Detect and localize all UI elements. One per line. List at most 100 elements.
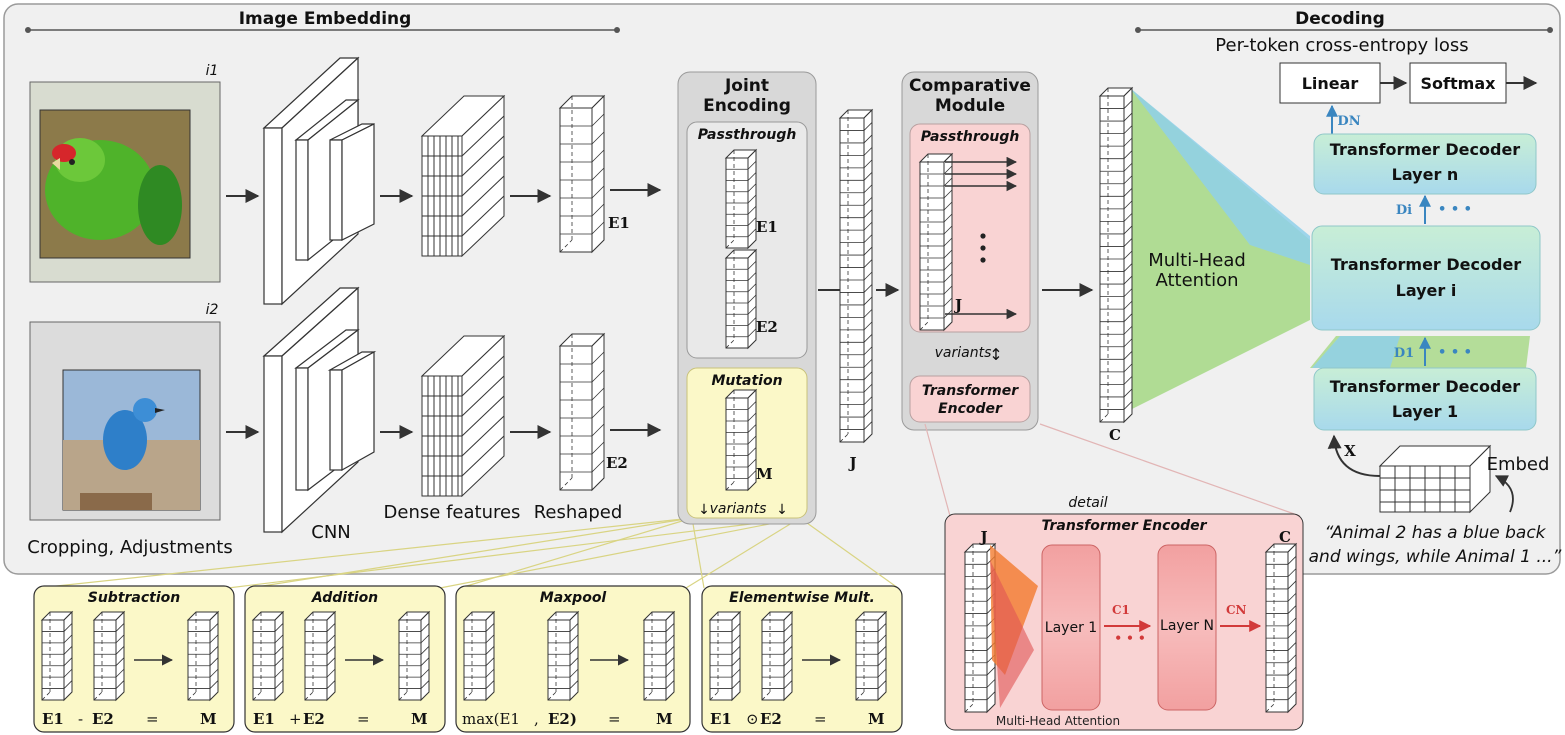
layer-n-line1: Transformer Decoder xyxy=(1330,140,1521,159)
variant-formula-token: - xyxy=(78,710,83,728)
reshaped-e1-label: E1 xyxy=(608,214,630,232)
variant-title-3: Elementwise Mult. xyxy=(729,590,875,606)
mha-green-beam xyxy=(1130,88,1310,410)
joint-title-2: Encoding xyxy=(703,96,791,116)
joint-e1-label: E1 xyxy=(756,218,778,236)
reshaped-column-2 xyxy=(558,332,606,492)
d1-dots: • • • xyxy=(1438,345,1472,360)
layer-i-line2: Layer i xyxy=(1396,281,1457,300)
crop-label: Cropping, Adjustments xyxy=(27,537,232,558)
mha-label-2: Attention xyxy=(1155,270,1238,291)
decoder-layer-1 xyxy=(1313,367,1537,431)
variant-formula-token: ⊙ xyxy=(746,710,759,728)
detail-te-title: Transformer Encoder xyxy=(1041,518,1207,534)
decoder-layer-i xyxy=(1311,225,1541,331)
detail-j-label: J xyxy=(978,528,987,546)
variant-formula-token: = xyxy=(814,710,827,728)
passthrough-arrows xyxy=(945,156,1018,320)
layer-i-line1: Transformer Decoder xyxy=(1331,255,1522,274)
detail-layer-1 xyxy=(1041,544,1101,711)
mutation-variants-label: variants xyxy=(710,501,767,517)
decoder-layer-n xyxy=(1313,133,1537,195)
di-dots: • • • xyxy=(1438,202,1472,217)
c-label: C xyxy=(1109,426,1121,444)
linear-label: Linear xyxy=(1302,74,1359,93)
variant-formula-token: = xyxy=(608,710,621,728)
detail-c-label: C xyxy=(1279,528,1291,546)
comparative-j-label: J xyxy=(953,296,962,314)
variant-formula-token: M xyxy=(868,710,885,728)
variant-formula-token: M xyxy=(656,710,673,728)
j-label: J xyxy=(847,454,856,472)
variant-formula-token: max(E1 xyxy=(462,710,520,728)
layer-1-line1: Transformer Decoder xyxy=(1330,377,1521,396)
variant-formula-token: + xyxy=(289,710,302,728)
loss-label: Per-token cross-entropy loss xyxy=(1215,35,1468,56)
reshaped-label: Reshaped xyxy=(534,502,623,523)
d1-blue-beam xyxy=(1312,336,1400,368)
dense-features-1 xyxy=(420,94,506,258)
embed-tensor xyxy=(1378,444,1492,514)
detail-c1-label: C1 xyxy=(1112,603,1130,617)
cnn-stack-2 xyxy=(262,286,377,534)
variant-boxes: SubtractionE1-E2=MAdditionE1+E2=MMaxpool… xyxy=(33,585,903,733)
variant-title-1: Addition xyxy=(311,590,378,606)
detail-attn-red xyxy=(990,560,1034,708)
variant-formula-token: , xyxy=(534,710,539,728)
variant-title-0: Subtraction xyxy=(88,590,181,606)
svg-text:↕: ↕ xyxy=(989,345,1002,364)
softmax-label: Softmax xyxy=(1421,74,1497,93)
variant-formula-token: E2 xyxy=(303,710,325,728)
detail-dots: • • • xyxy=(1114,631,1145,645)
mha-blue-beam xyxy=(1130,88,1310,265)
quote-line-1: “Animal 2 has a blue back xyxy=(1324,523,1546,543)
arrow-x xyxy=(1327,434,1381,477)
mutation-label: Mutation xyxy=(711,373,782,389)
quote-line-2: and wings, while Animal 1 ...” xyxy=(1309,547,1562,567)
variant-formula-token: E1 xyxy=(42,710,64,728)
dense-features-2 xyxy=(420,334,506,498)
joint-e2-column xyxy=(724,248,758,350)
comparative-variants-label: variants xyxy=(935,345,992,361)
decoding-title: Decoding xyxy=(1295,9,1385,29)
mha-label-1: Multi-Head xyxy=(1148,250,1246,271)
joint-e2-label: E2 xyxy=(756,318,778,336)
svg-text:↓: ↓ xyxy=(698,502,710,518)
i2-label: i2 xyxy=(206,302,219,318)
detail-link-right xyxy=(1039,423,1301,517)
cnn-stack-1 xyxy=(262,56,375,306)
variant-formula-token: E1 xyxy=(710,710,732,728)
detail-mha-label: Multi-Head Attention xyxy=(996,714,1120,728)
variant-formula-token: E2) xyxy=(548,710,577,728)
svg-text:↓: ↓ xyxy=(776,502,788,518)
comparative-j-column xyxy=(918,152,954,332)
variant-formula-token: = xyxy=(357,710,370,728)
variant-title-2: Maxpool xyxy=(540,590,607,606)
detail-layer-n xyxy=(1157,544,1217,711)
mutation-m-column xyxy=(724,388,758,492)
transformer-encoder-button[interactable] xyxy=(909,375,1031,423)
reshaped-e2-label: E2 xyxy=(606,454,628,472)
detail-j-column xyxy=(963,542,997,714)
input-image-1: i1 xyxy=(29,63,221,283)
dn-label: DN xyxy=(1337,114,1360,129)
te-label-1: Transformer xyxy=(922,383,1019,399)
joint-passthrough-label: Passthrough xyxy=(698,127,797,143)
mutation-m-label: M xyxy=(756,465,773,483)
detail-layer-1-label: Layer 1 xyxy=(1045,620,1097,636)
detail-link-left xyxy=(924,423,951,517)
j-column xyxy=(838,108,874,444)
x-label: X xyxy=(1344,442,1356,460)
variant-formula-token: E2 xyxy=(760,710,782,728)
image-embedding-title: Image Embedding xyxy=(239,9,412,29)
detail-cn-label: CN xyxy=(1226,603,1247,617)
di-label: Di xyxy=(1396,203,1412,218)
softmax-box xyxy=(1409,62,1507,104)
cnn-label: CNN xyxy=(311,522,351,543)
layer-n-line2: Layer n xyxy=(1392,165,1459,184)
reshaped-column-1 xyxy=(558,94,606,254)
dense-label: Dense features xyxy=(384,502,521,523)
joint-e1-column xyxy=(724,148,758,250)
